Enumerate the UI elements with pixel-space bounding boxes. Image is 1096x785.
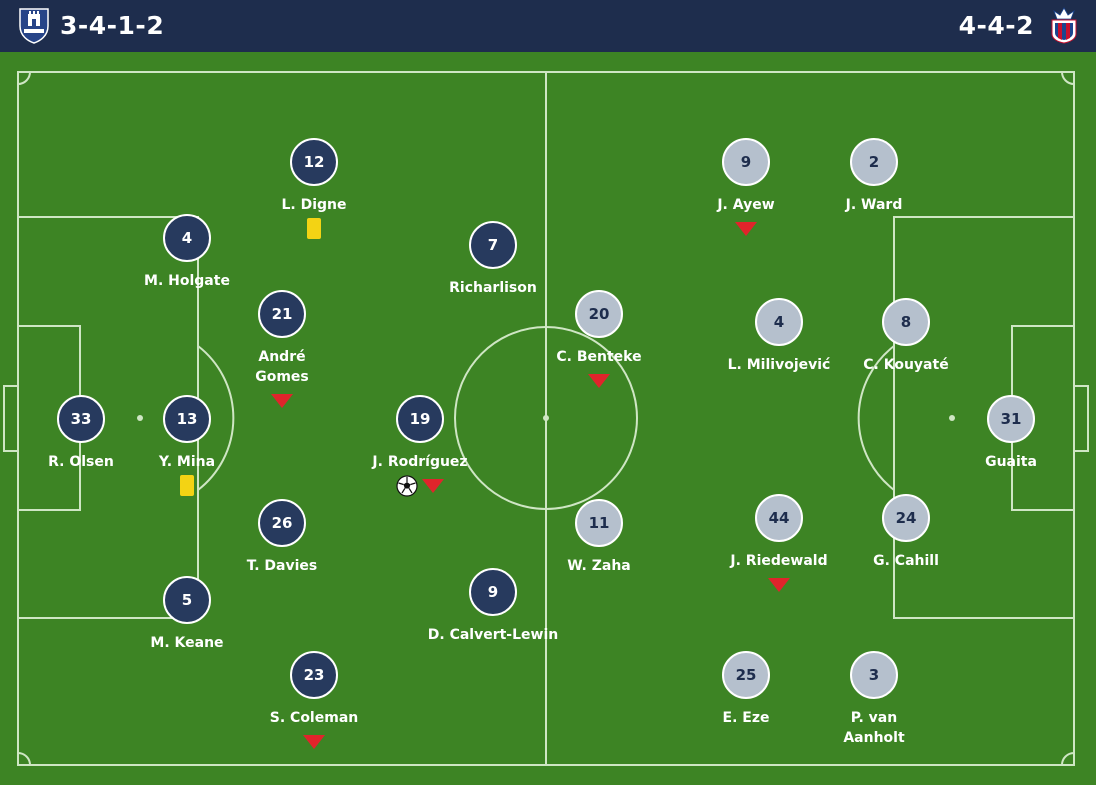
away-player-10-name: C. Benteke (556, 349, 642, 365)
away-player-5-badge[interactable]: 3 (850, 651, 898, 699)
away-player-1-badge[interactable]: 31 (987, 395, 1035, 443)
home-player-4-name: M. Keane (150, 635, 224, 651)
away-player-3-badge[interactable]: 8 (882, 298, 930, 346)
home-player-4-badge[interactable]: 5 (163, 576, 211, 624)
yellow-card-icon (307, 218, 321, 239)
home-player-11-badge[interactable]: 9 (469, 568, 517, 616)
pitch-markings (3, 71, 1089, 766)
away-player-1-name: Guaita (985, 454, 1037, 470)
home-player-7-badge[interactable]: 26 (258, 499, 306, 547)
away-player-8-badge[interactable]: 44 (755, 494, 803, 542)
lineup-header: 3-4-1-2 4-4-2 (0, 0, 1096, 52)
home-player-5-name: L. Digne (281, 197, 347, 213)
substitution-arrow-icon (588, 374, 610, 388)
home-player-1-name: R. Olsen (48, 454, 114, 470)
pitch: 33 R. Olsen 4 M. Holgate 13 Y. Mina 5 M. Keane 1… (0, 52, 1096, 785)
substitution-arrow-icon (271, 394, 293, 408)
yellow-card-icon (180, 475, 194, 496)
away-player-7-name: L. Milivojević (727, 357, 831, 373)
home-player-10-badge[interactable]: 7 (469, 221, 517, 269)
substitution-arrow-icon (303, 735, 325, 749)
crystal-palace-crest-icon (1051, 7, 1077, 44)
goal-ball-icon (396, 475, 418, 497)
away-player-7-badge[interactable]: 4 (755, 298, 803, 346)
away-player-11-name: W. Zaha (567, 558, 631, 574)
home-player-8-name: S. Coleman (269, 710, 359, 726)
away-player-2-name: J. Ward (845, 197, 903, 213)
home-player-11-name: D. Calvert-Lewin (427, 627, 559, 643)
away-player-5-name: P. van Aanholt (843, 710, 905, 746)
substitution-arrow-icon (735, 222, 757, 236)
home-player-6-badge[interactable]: 21 (258, 290, 306, 338)
away-player-2-badge[interactable]: 2 (850, 138, 898, 186)
home-formation: 3-4-1-2 (60, 11, 165, 40)
away-player-9-name: E. Eze (722, 710, 770, 726)
home-player-2-badge[interactable]: 4 (163, 214, 211, 262)
substitution-arrow-icon (422, 479, 444, 493)
away-player-11-badge[interactable]: 11 (575, 499, 623, 547)
home-player-3-badge[interactable]: 13 (163, 395, 211, 443)
home-player-8-badge[interactable]: 23 (290, 651, 338, 699)
home-player-9-badge[interactable]: 19 (396, 395, 444, 443)
away-player-3-name: C. Kouyaté (863, 357, 949, 373)
home-player-3-name: Y. Mina (158, 454, 216, 470)
home-player-2-name: M. Holgate (144, 273, 230, 289)
away-player-6-badge[interactable]: 9 (722, 138, 770, 186)
home-player-1-badge[interactable]: 33 (57, 395, 105, 443)
home-player-7-name: T. Davies (246, 558, 318, 574)
home-player-6-name: André Gomes (255, 349, 309, 385)
home-player-5-badge[interactable]: 12 (290, 138, 338, 186)
away-player-9-badge[interactable]: 25 (722, 651, 770, 699)
away-player-4-name: G. Cahill (873, 553, 939, 569)
away-player-10-badge[interactable]: 20 (575, 290, 623, 338)
home-player-10-name: Richarlison (449, 280, 537, 296)
away-player-4-badge[interactable]: 24 (882, 494, 930, 542)
away-player-6-name: J. Ayew (717, 197, 775, 213)
everton-crest-icon (19, 8, 49, 44)
substitution-arrow-icon (768, 578, 790, 592)
home-player-9-name: J. Rodríguez (372, 454, 468, 470)
away-formation: 4-4-2 (958, 11, 1034, 40)
away-player-8-name: J. Riedewald (730, 553, 828, 569)
